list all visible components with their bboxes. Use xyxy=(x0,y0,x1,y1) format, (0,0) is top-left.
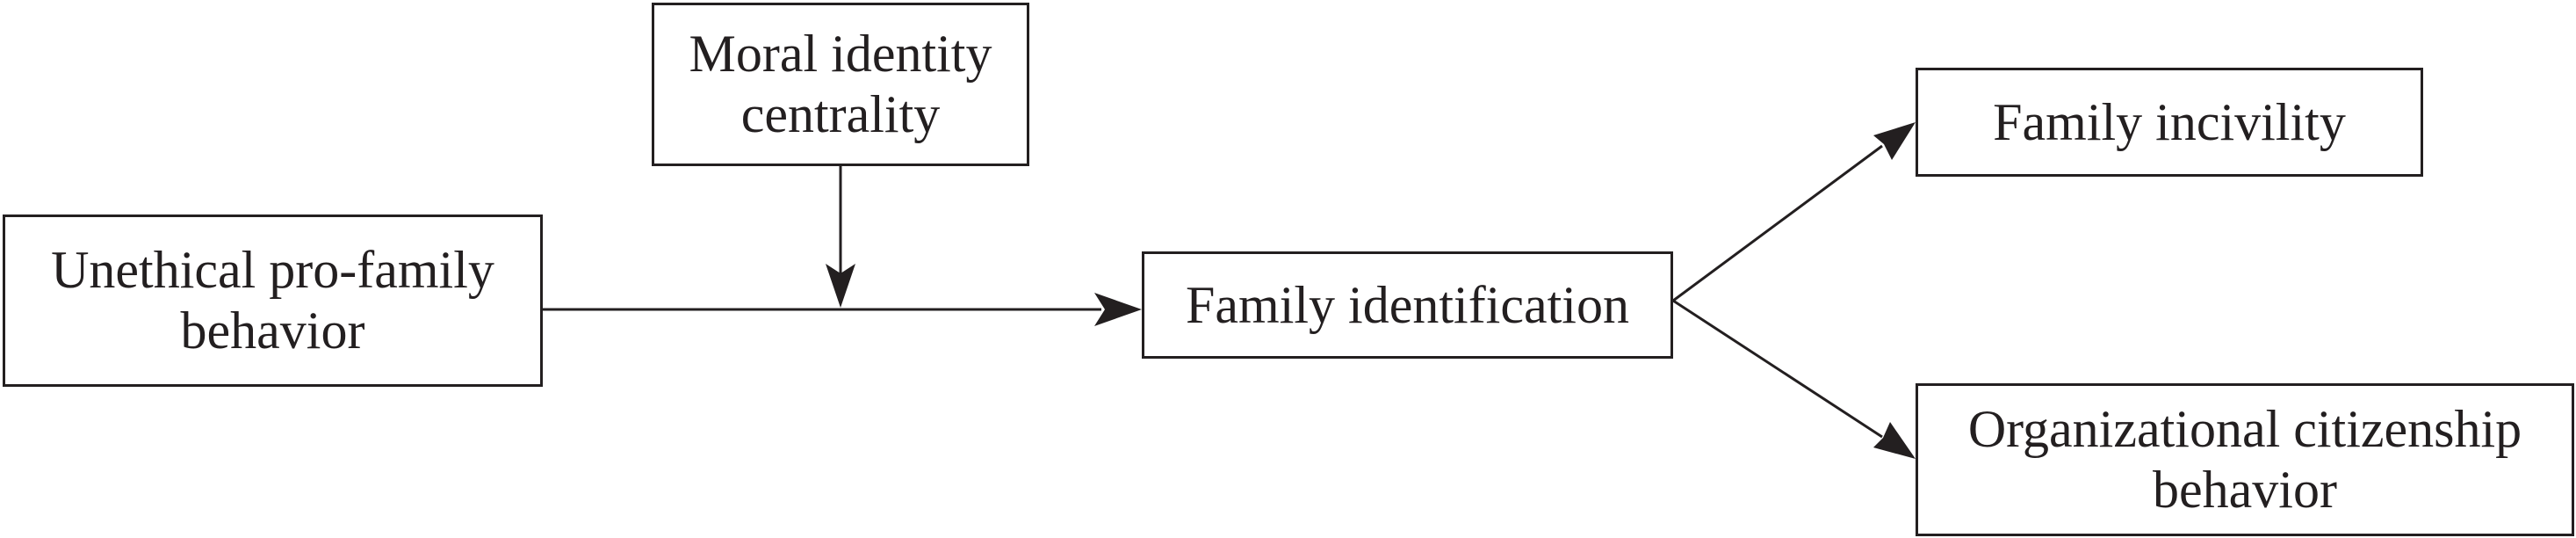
edge-family-identification-to-ocb xyxy=(1672,299,1883,439)
arrowhead-ocb xyxy=(1873,422,1916,459)
arrowhead-family-identification xyxy=(1094,293,1142,326)
arrowhead-moderation xyxy=(826,264,855,308)
node-label-line: Moral identity xyxy=(689,25,992,83)
node-organizational-citizenship-behavior: Organizational citizenship behavior xyxy=(1916,383,2574,536)
node-family-identification: Family identification xyxy=(1142,251,1673,359)
node-label-line: behavior xyxy=(2153,461,2337,519)
node-unethical-pro-family-behavior: Unethical pro-family behavior xyxy=(3,214,543,387)
node-label: Family identification xyxy=(1186,275,1629,334)
arrowhead-family-incivility xyxy=(1873,122,1916,160)
node-label-line: centrality xyxy=(740,85,941,143)
node-moral-identity-centrality: Moral identity centrality xyxy=(652,3,1029,166)
node-label-line: Organizational citizenship xyxy=(1967,400,2522,458)
edge-family-identification-to-family-incivility xyxy=(1672,144,1883,302)
node-label-line: behavior xyxy=(180,302,365,360)
node-family-incivility: Family incivility xyxy=(1916,68,2423,177)
node-label: Family incivility xyxy=(1993,92,2346,151)
node-label-line: Unethical pro-family xyxy=(51,241,494,299)
